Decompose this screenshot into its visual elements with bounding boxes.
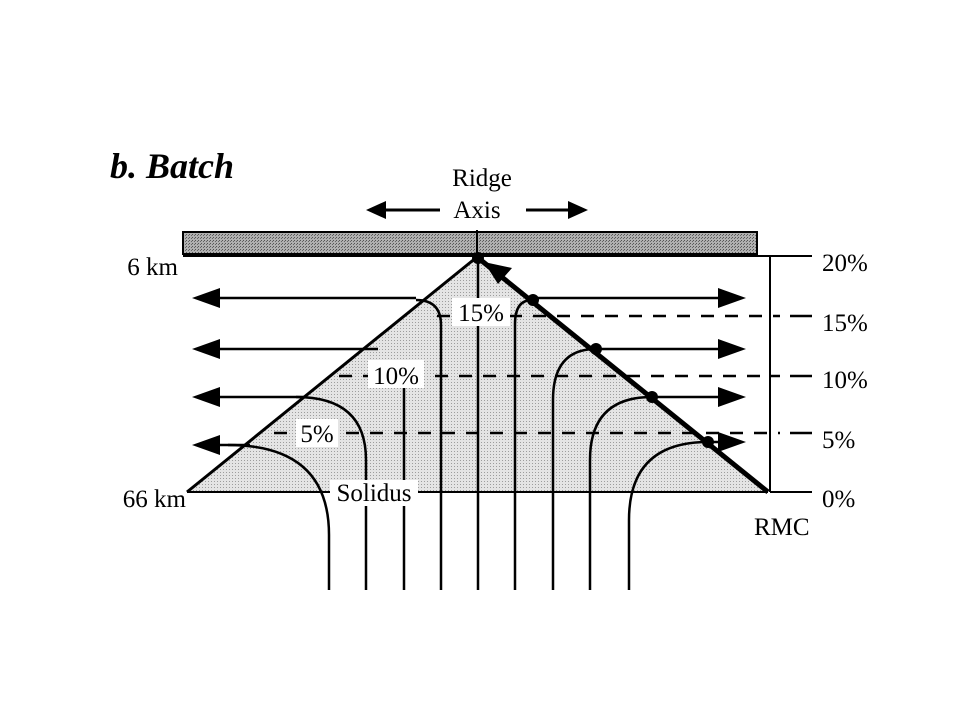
flow-line-right-4 — [627, 440, 709, 590]
contour-label-5: 5% — [300, 421, 333, 448]
scale-label-0: 0% — [822, 486, 855, 513]
depth-label-bottom: 66 km — [123, 486, 187, 513]
flow-line-right-2 — [551, 347, 597, 590]
ridge-spreading-arrow-left — [366, 201, 440, 219]
scale-label-20: 20% — [822, 250, 868, 277]
melt-path-right-edge — [475, 255, 770, 494]
ridge-spreading-arrow-right — [526, 201, 588, 219]
contour-label-15: 15% — [458, 300, 504, 327]
scale-label-10: 10% — [822, 367, 868, 394]
ridge-axis-label-line1: Ridge — [452, 165, 512, 192]
scale-label-5: 5% — [822, 427, 855, 454]
rmc-label: RMC — [754, 514, 810, 541]
melt-path-arrowhead — [484, 262, 512, 284]
melt-path-markers — [472, 252, 714, 448]
melt-fraction-scale — [769, 255, 812, 493]
flow-line-left-1 — [227, 443, 331, 590]
lateral-flow-arrows — [210, 296, 726, 447]
flow-line-right-3 — [588, 395, 653, 590]
flow-line-left-2 — [295, 395, 368, 590]
contour-label-10: 10% — [373, 363, 419, 390]
scale-tick-marks — [790, 314, 812, 435]
solidus-label: Solidus — [336, 480, 411, 507]
melt-region-left-edge — [186, 255, 478, 494]
depth-label-top: 6 km — [127, 254, 178, 281]
lithosphere-lid-band — [182, 231, 758, 255]
lateral-arrow-heads — [192, 288, 746, 455]
figure-title: b. Batch — [110, 146, 234, 186]
scale-label-15: 15% — [822, 310, 868, 337]
ridge-axis-label-line2: Axis — [453, 197, 500, 224]
flow-line-left-4 — [415, 298, 443, 590]
